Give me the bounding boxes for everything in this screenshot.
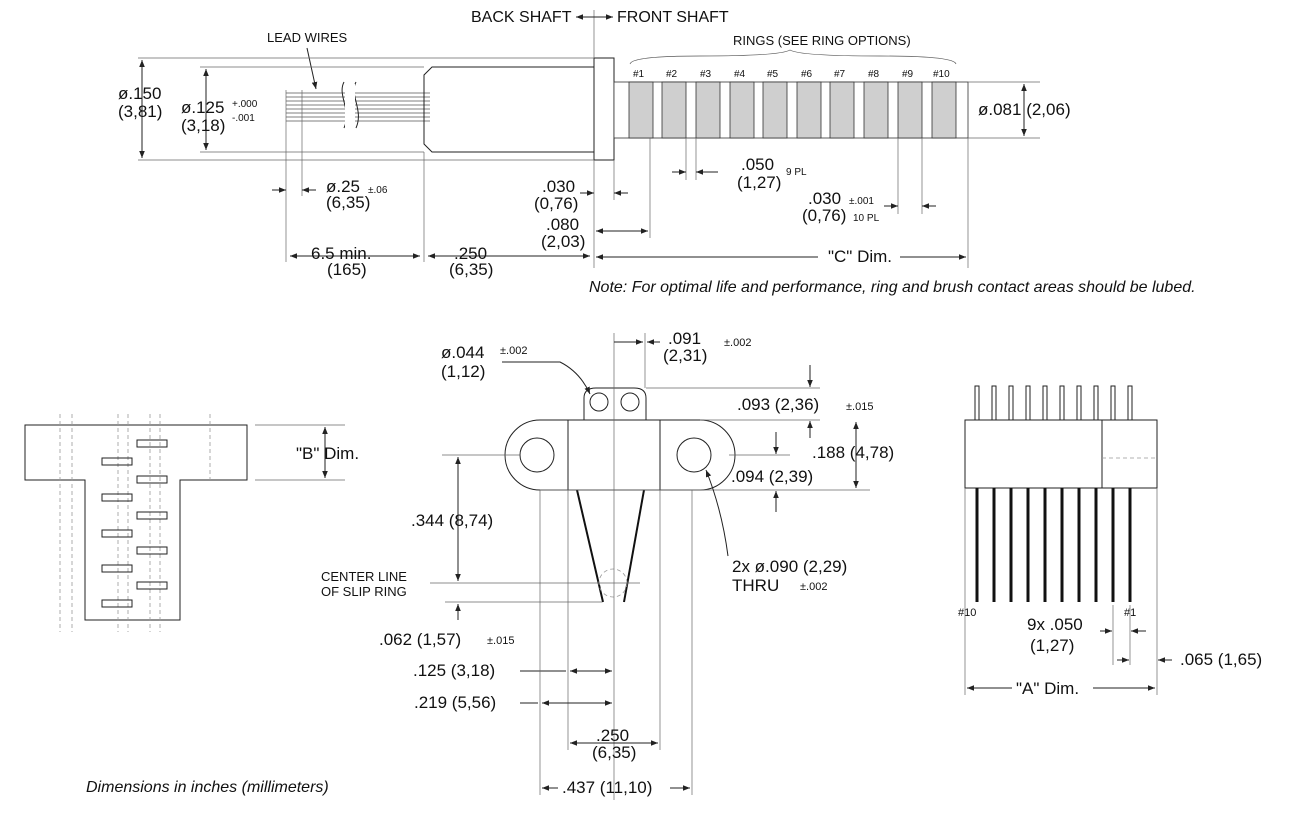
ring-number: #7 <box>834 69 846 80</box>
ring-number: #3 <box>700 69 712 80</box>
d050-pl: 9 PL <box>786 167 807 178</box>
lube-note: Note: For optimal life and performance, … <box>589 279 1196 296</box>
b-dim-label: "B" Dim. <box>296 444 359 463</box>
d091-mm: (2,31) <box>663 346 707 365</box>
dia25-label: ø.25 <box>326 177 360 196</box>
shaft-flange <box>593 57 615 161</box>
pitch-label: 9x .050 <box>1027 615 1083 634</box>
d030b-label: .030 <box>808 189 841 208</box>
dia150-mm: (3,81) <box>118 102 162 121</box>
front-shaft-label: FRONT SHAFT <box>617 9 729 26</box>
pin-side-view: #10 #1 9x .050 (1,27) .065 (1,65) "A" Di… <box>958 385 1262 698</box>
back-shaft-label: BACK SHAFT <box>471 9 572 26</box>
centerline-label-1: CENTER LINE <box>321 569 407 584</box>
dia044-tol: ±.002 <box>500 345 527 357</box>
d080-label: .080 <box>546 215 579 234</box>
top-pins <box>974 385 1133 421</box>
d030b-pl: 10 PL <box>853 213 880 224</box>
d093-tol: ±.015 <box>846 401 873 413</box>
pitch-mm: (1,27) <box>1030 636 1074 655</box>
ring-number: #6 <box>801 69 813 80</box>
dia044-label: ø.044 <box>441 343 484 362</box>
brush-block-view: "B" Dim. <box>24 414 359 632</box>
ring-number: #9 <box>902 69 914 80</box>
top-side-view: #1 #2 #3 #4 #5 #6 #7 #8 #9 #10 RINGS (SE… <box>118 9 1196 296</box>
dia125-mm: (3,18) <box>181 116 225 135</box>
d250-top-mm: (6,35) <box>449 260 493 279</box>
c-dim-label: "C" Dim. <box>828 247 892 266</box>
d065-label: .065 (1,65) <box>1180 650 1262 669</box>
dia25-tol: ±.06 <box>368 185 388 196</box>
d050-label: .050 <box>741 155 774 174</box>
brush-assembly-view: ø.044 ±.002 (1,12) .091 ±.002 (2,31) .09… <box>321 329 894 800</box>
lead-wires-label: LEAD WIRES <box>267 30 348 45</box>
dia081-label: ø.081 (2,06) <box>978 100 1071 119</box>
rings-label: RINGS (SEE RING OPTIONS) <box>733 33 911 48</box>
d050-mm: (1,27) <box>737 173 781 192</box>
d188-label: .188 (4,78) <box>812 443 894 462</box>
hole-label: 2x ø.090 (2,29) <box>732 557 847 576</box>
d091-label: .091 <box>668 329 701 348</box>
pin10-label: #10 <box>958 607 976 619</box>
d030b-mm: (0,76) <box>802 206 846 225</box>
thru-label: THRU <box>732 576 779 595</box>
dia125-tol-dn: -.001 <box>232 113 255 124</box>
d030-label: .030 <box>542 177 575 196</box>
d030b-tol: ±.001 <box>849 196 874 207</box>
ring-number: #1 <box>633 69 645 80</box>
lead-wires <box>286 81 430 129</box>
d093-label: .093 (2,36) <box>737 395 819 414</box>
dia125-label: ø.125 <box>181 98 224 117</box>
d250-top-label: .250 <box>454 244 487 263</box>
d250-center-mm: (6,35) <box>592 743 636 762</box>
d219-label: .219 (5,56) <box>414 693 496 712</box>
dia044-mm: (1,12) <box>441 362 485 381</box>
ring-number: #2 <box>666 69 678 80</box>
units-note: Dimensions in inches (millimeters) <box>86 779 329 796</box>
d437-label: .437 (11,10) <box>562 778 652 797</box>
d091-tol: ±.002 <box>724 337 751 349</box>
d344-label: .344 (8,74) <box>411 511 493 530</box>
a-dim-label: "A" Dim. <box>1016 679 1079 698</box>
d030-mm: (0,76) <box>534 194 578 213</box>
ring-number: #4 <box>734 69 746 80</box>
ring-stack <box>613 81 969 139</box>
bottom-pins <box>975 488 1132 602</box>
dia25-mm: (6,35) <box>326 193 370 212</box>
d125-label: .125 (3,18) <box>413 661 495 680</box>
centerline-label-2: OF SLIP RING <box>321 584 407 599</box>
d094-label: .094 (2,39) <box>731 467 813 486</box>
d080-mm: (2,03) <box>541 232 585 251</box>
d062-label: .062 (1,57) <box>379 630 461 649</box>
d250-center-label: .250 <box>596 726 629 745</box>
d65-label: 6.5 min. <box>311 244 371 263</box>
ring-number: #5 <box>767 69 779 80</box>
ring-number: #8 <box>868 69 880 80</box>
thru-tol: ±.002 <box>800 581 827 593</box>
d65-mm: (165) <box>327 260 367 279</box>
dia125-tol-up: +.000 <box>232 99 258 110</box>
ring-number: #10 <box>933 69 950 80</box>
ring-numbers: #1 #2 #3 #4 #5 #6 #7 #8 #9 #10 <box>633 69 950 80</box>
back-shaft <box>423 66 595 153</box>
d062-tol: ±.015 <box>487 635 514 647</box>
dia150-label: ø.150 <box>118 84 161 103</box>
